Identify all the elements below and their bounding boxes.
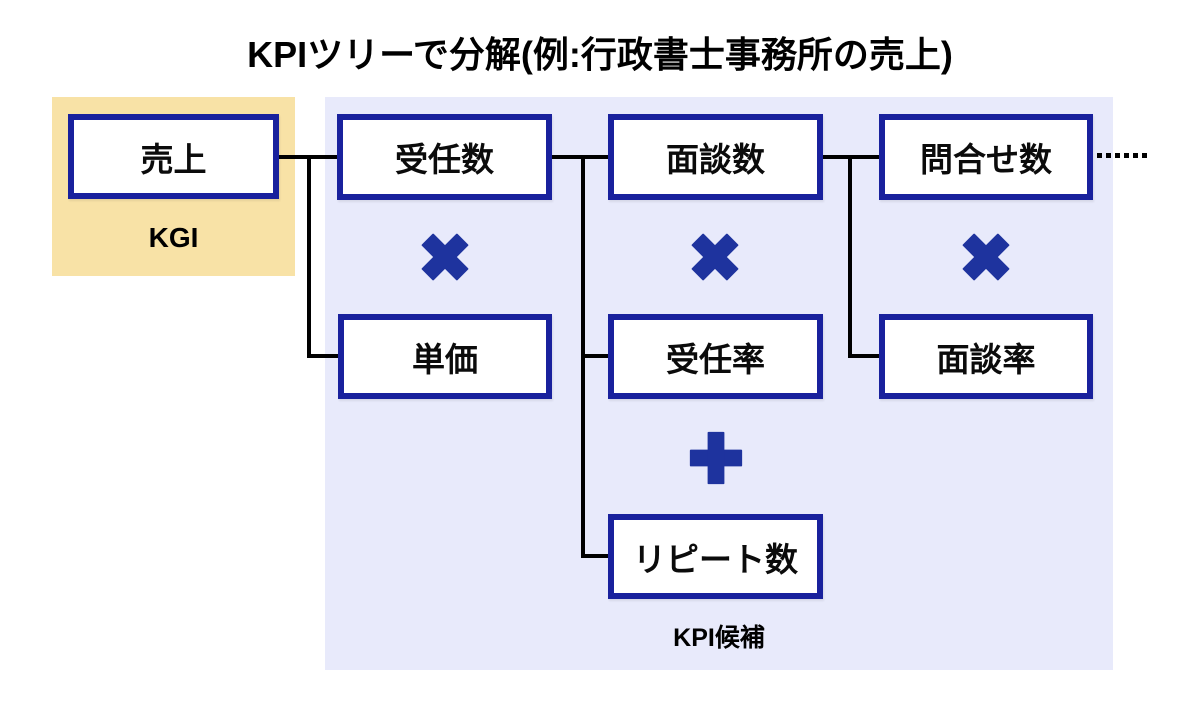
node-label: 受任数 bbox=[395, 141, 494, 178]
multiply-icon bbox=[687, 229, 743, 285]
connector-branch-tanka bbox=[307, 354, 338, 358]
connector-vertical-level3 bbox=[848, 155, 852, 358]
node-label: 問合せ数 bbox=[920, 141, 1052, 178]
node-mendanritsu: 面談率 bbox=[879, 314, 1093, 399]
plus-icon bbox=[688, 430, 744, 486]
connector-branch-juninritsu bbox=[581, 354, 608, 358]
node-juninritsu: 受任率 bbox=[608, 314, 823, 399]
diagram-title: KPIツリーで分解(例:行政書士事務所の売上) bbox=[247, 34, 953, 75]
connector-juninsu-to-tree bbox=[552, 155, 608, 159]
kgi-panel-label: KGI bbox=[148, 222, 199, 253]
node-label: 面談率 bbox=[936, 340, 1036, 378]
node-label: 面談数 bbox=[666, 141, 765, 178]
node-uriage: 売上 bbox=[68, 114, 279, 199]
node-tanka: 単価 bbox=[338, 314, 552, 399]
node-mendansu: 面談数 bbox=[608, 114, 823, 200]
node-label: リピート数 bbox=[633, 540, 798, 578]
connector-vertical-level1 bbox=[307, 155, 311, 358]
multiply-icon bbox=[958, 229, 1014, 285]
node-label: 売上 bbox=[140, 140, 207, 178]
continuation-dotted-line bbox=[1097, 153, 1151, 158]
node-repeatsu: リピート数 bbox=[608, 514, 823, 599]
connector-branch-mendanritsu bbox=[848, 354, 879, 358]
node-toiawasesu: 問合せ数 bbox=[879, 114, 1093, 200]
node-label: 受任率 bbox=[666, 340, 765, 378]
connector-branch-repeatsu bbox=[581, 554, 608, 558]
multiply-icon bbox=[417, 229, 473, 285]
node-label: 単価 bbox=[412, 340, 478, 378]
node-juninsu: 受任数 bbox=[337, 114, 552, 200]
kpi-panel-label: KPI候補 bbox=[673, 624, 765, 652]
